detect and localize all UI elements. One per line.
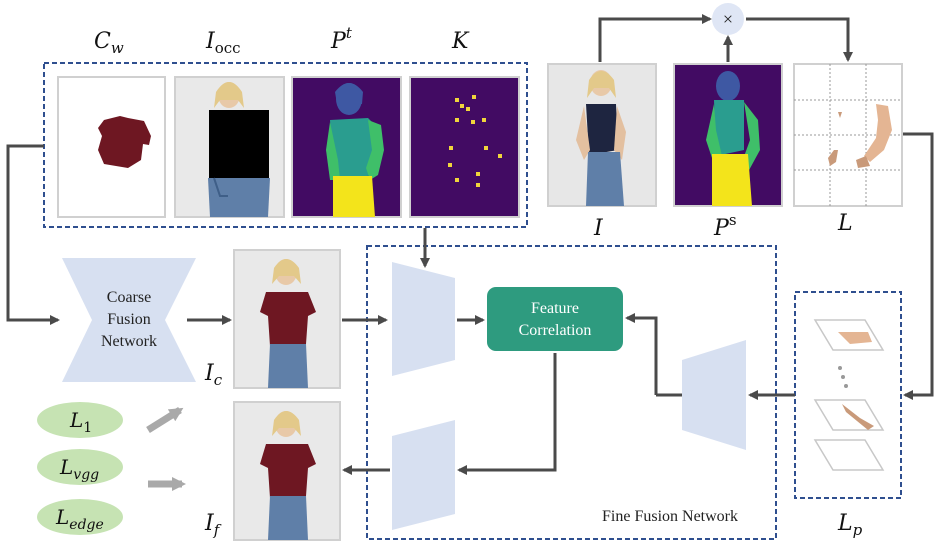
label-pt: Pt xyxy=(330,24,353,54)
svg-text:Lvgg: Lvgg xyxy=(59,455,99,483)
label-ic: Ic xyxy=(204,361,223,389)
coarse-fusion-network xyxy=(62,258,196,382)
fine-fusion-box xyxy=(366,245,777,540)
label-iocc: Iocc xyxy=(205,29,241,57)
loss-ledge: Ledge xyxy=(37,499,123,535)
svg-text:L1: L1 xyxy=(69,408,92,436)
feature-correlation-block xyxy=(487,287,623,351)
limb-grid-image xyxy=(793,63,903,207)
label-if: If xyxy=(204,511,222,539)
label-i: I xyxy=(593,216,604,241)
limb-encoder xyxy=(682,340,746,450)
coarse-label-2: Fusion xyxy=(107,311,151,328)
label-cw: Cw xyxy=(94,29,124,57)
coarse-result-image xyxy=(233,249,341,389)
label-l: L xyxy=(837,211,853,236)
cloth-image xyxy=(57,76,166,218)
source-person-image xyxy=(547,63,657,207)
coarse-label-3: Network xyxy=(101,333,157,350)
label-ps: Ps xyxy=(713,211,737,241)
limb-layers xyxy=(813,319,885,471)
loss-l1: L1 xyxy=(37,402,123,438)
arrow-inputs-to-coarse xyxy=(6,144,60,325)
occluded-person-image xyxy=(174,76,285,218)
fine-fusion-caption: Fine Fusion Network xyxy=(602,508,738,525)
multiply-node xyxy=(712,3,744,35)
loss-lvgg: Lvgg xyxy=(37,449,123,485)
loss-arrow-to-ic xyxy=(146,407,184,433)
source-parsing-image xyxy=(673,63,783,207)
arrow-multiply-to-l xyxy=(746,17,853,62)
feature-label-1: Feature xyxy=(531,300,579,317)
fine-decoder-bottom xyxy=(392,420,455,530)
final-result-image xyxy=(233,401,341,541)
label-k: K xyxy=(451,29,470,54)
multiply-symbol: × xyxy=(723,9,733,29)
label-lp: Lp xyxy=(837,511,863,539)
fine-encoder-top xyxy=(392,262,455,376)
feature-label-2: Correlation xyxy=(519,322,592,339)
keypoint-map-image xyxy=(409,76,520,218)
arrow-i-to-multiply xyxy=(598,14,712,62)
coarse-label-1: Coarse xyxy=(107,289,151,306)
arrow-limb-encoder-to-correlation xyxy=(625,313,658,395)
target-parsing-image xyxy=(291,76,402,218)
arrow-correlation-to-decoder xyxy=(457,353,557,475)
arrow-l-to-lp xyxy=(903,132,934,400)
svg-text:Ledge: Ledge xyxy=(55,505,104,533)
